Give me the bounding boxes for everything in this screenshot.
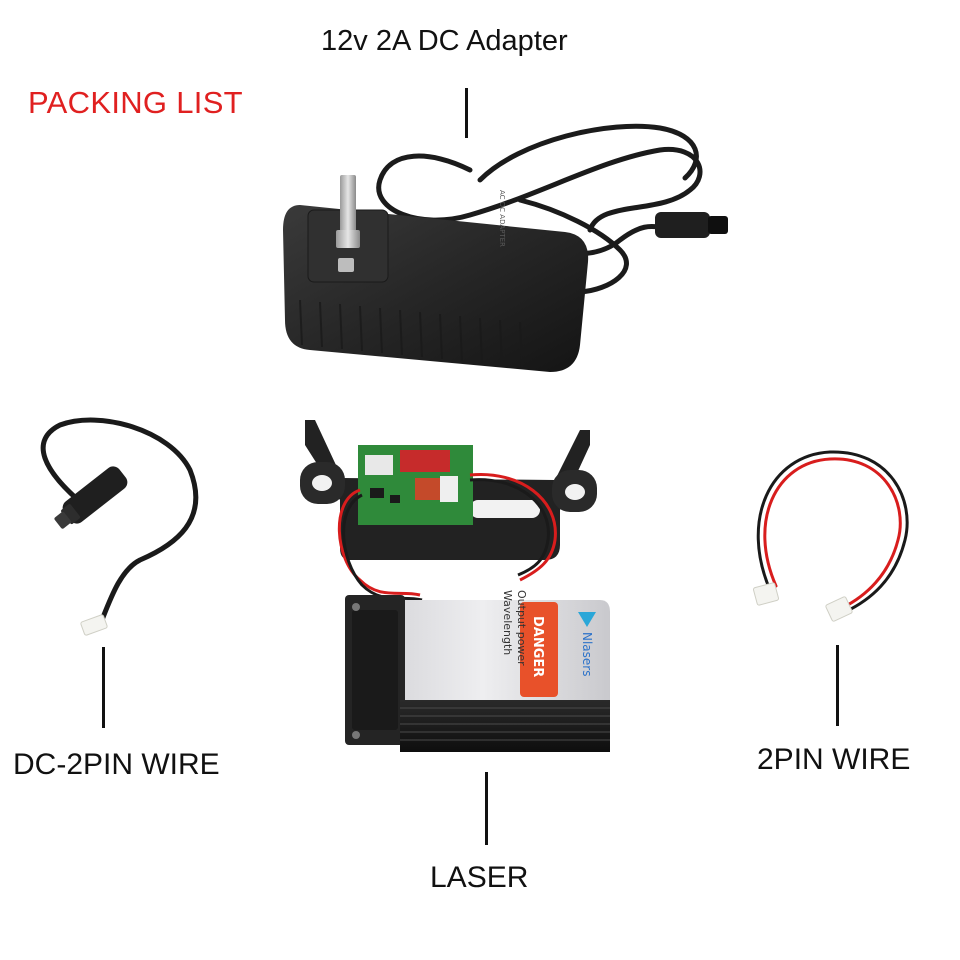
sticker-brand: Nlasers	[580, 632, 594, 676]
laser-module-icon: Wavelength Output power DANGER Nlasers	[300, 420, 610, 752]
sticker-danger: DANGER	[530, 616, 545, 677]
dc-wire-leader-line	[102, 647, 105, 728]
two-pin-wire-leader-line	[836, 645, 839, 726]
power-adapter-icon: AC DC ADAPTER	[283, 123, 728, 372]
laser-label: LASER	[430, 861, 529, 894]
sticker-wavelength: Wavelength	[501, 590, 514, 655]
dc-wire-label: DC-2PIN WIRE	[13, 748, 220, 781]
sticker-output-power: Output power	[515, 590, 528, 666]
packing-list-title: PACKING LIST	[28, 85, 243, 120]
dc-cable-icon	[40, 417, 199, 636]
adapter-leader-line	[465, 88, 468, 138]
laser-leader-line	[485, 772, 488, 845]
two-pin-wire-label: 2PIN WIRE	[757, 743, 911, 776]
two-pin-cable-icon	[752, 450, 909, 622]
svg-text:AC DC ADAPTER: AC DC ADAPTER	[498, 190, 506, 247]
adapter-label: 12v 2A DC Adapter	[321, 25, 568, 57]
